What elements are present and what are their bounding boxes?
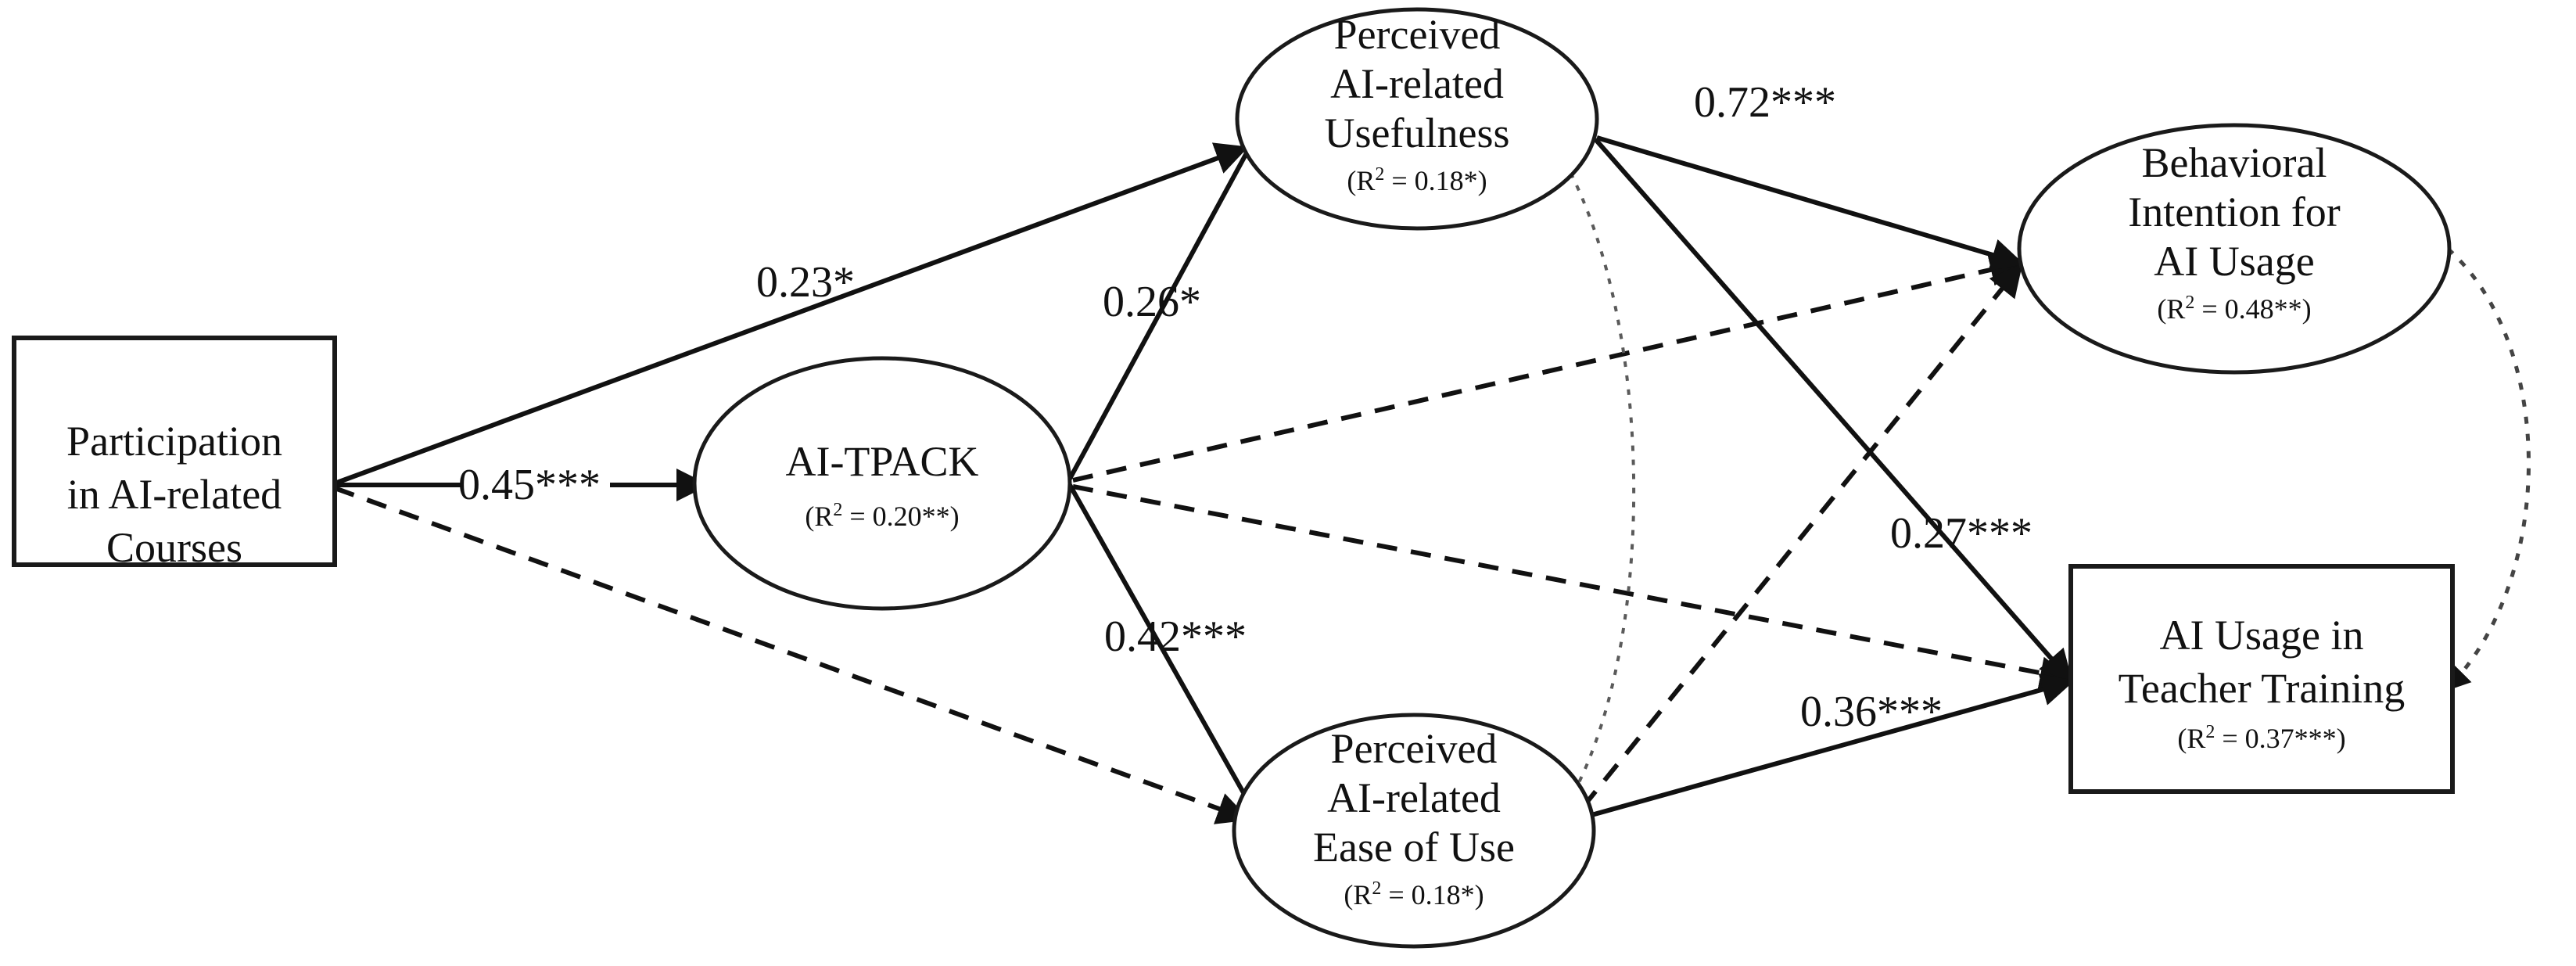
usefulness-line-1: Perceived: [1334, 11, 1501, 58]
coefficient-label-0-45: 0.45***: [458, 461, 601, 509]
edge-participation-to-ease-of-use: [333, 486, 1250, 824]
ease-of-use-r2: (R2 = 0.18*): [1344, 878, 1484, 910]
ease-of-use-line-1: Perceived: [1331, 725, 1498, 772]
usefulness-line-2: AI-related: [1330, 60, 1504, 107]
coefficient-label-0-23: 0.23*: [756, 258, 855, 307]
behavioral-intention-r2-suffix: = 0.48**): [2194, 293, 2311, 325]
ai-tpack-r2-suffix: = 0.20**): [842, 501, 959, 532]
ease-of-use-r2-suffix: = 0.18*): [1381, 879, 1484, 910]
ease-of-use-r2-prefix: (R: [1344, 879, 1372, 910]
behavioral-intention-r2: (R2 = 0.48**): [2157, 293, 2311, 325]
coefficient-label-0-27: 0.27***: [1890, 509, 2032, 558]
coefficient-label-0-26: 0.26*: [1103, 278, 1201, 326]
participation-line-3: Courses: [106, 524, 242, 571]
edge-participation-to-usefulness: [333, 142, 1249, 486]
participation-box-shape: [12, 336, 337, 567]
ai-usage-line-1: AI Usage in: [2160, 612, 2364, 659]
edge-behavioral-intention-ai-usage-correlation: [2423, 224, 2531, 691]
ai-tpack-r2-prefix: (R: [805, 501, 833, 532]
usefulness-r2-superscript: 2: [1375, 164, 1384, 185]
coefficient-labels-layer: 0.23* 0.45*** 0.26* 0.42*** 0.72*** 0.27…: [458, 78, 2032, 736]
usefulness-r2-prefix: (R: [1347, 165, 1375, 196]
ease-of-use-line-2: AI-related: [1327, 774, 1501, 821]
usefulness-ellipse-shape: [1235, 7, 1599, 231]
coefficient-label-0-72: 0.72***: [1694, 78, 1836, 127]
ai-usage-r2-prefix: (R: [2177, 723, 2205, 754]
participation-line-1: Participation: [66, 418, 282, 465]
edge-usefulness-to-behavioral-intention: [1596, 135, 2025, 271]
coefficient-label-0-36: 0.36***: [1800, 688, 1943, 736]
participation-line-2: in AI-related: [67, 471, 282, 518]
ai-usage-r2-suffix: = 0.37***): [2215, 723, 2345, 754]
ai-tpack-ellipse-shape: [692, 356, 1072, 611]
edge-ease-of-use-to-behavioral-intention: [1580, 263, 2023, 809]
node-ai-tpack[interactable]: AI-TPACK (R2 = 0.20**): [692, 356, 1072, 611]
behavioral-intention-ellipse-shape: [2017, 123, 2452, 375]
usefulness-r2: (R2 = 0.18*): [1347, 164, 1487, 196]
nodes-layer: Participation in AI-related Courses AI-T…: [12, 7, 2455, 949]
edge-ai-tpack-to-behavioral-intention: [1072, 253, 2023, 483]
node-perceived-ai-related-usefulness[interactable]: Perceived AI-related Usefulness (R2 = 0.…: [1235, 7, 1599, 231]
node-perceived-ai-related-ease-of-use[interactable]: Perceived AI-related Ease of Use (R2 = 0…: [1232, 713, 1596, 949]
behavioral-intention-line-1: Behavioral: [2142, 139, 2327, 186]
edge-ai-tpack-to-ai-usage: [1072, 484, 2073, 690]
ai-usage-box-shape: [2068, 564, 2455, 794]
ai-tpack-r2-superscript: 2: [833, 500, 842, 520]
node-ai-usage-in-teacher-training[interactable]: AI Usage in Teacher Training (R2 = 0.37*…: [2068, 564, 2455, 794]
edge-ai-tpack-to-usefulness: [1067, 99, 1276, 480]
usefulness-line-3: Usefulness: [1325, 110, 1510, 156]
edge-ease-of-use-to-ai-usage: [1585, 673, 2075, 819]
behavioral-intention-r2-prefix: (R: [2157, 293, 2185, 325]
ai-tpack-r2: (R2 = 0.20**): [805, 500, 959, 532]
ai-usage-r2: (R2 = 0.37***): [2177, 722, 2345, 754]
ai-tpack-label: AI-TPACK: [785, 438, 978, 485]
behavioral-intention-line-2: Intention for: [2128, 189, 2340, 235]
ease-of-use-r2-superscript: 2: [1372, 878, 1381, 899]
behavioral-intention-line-3: AI Usage: [2154, 238, 2314, 285]
ease-of-use-line-3: Ease of Use: [1313, 824, 1515, 871]
edge-usefulness-ease-of-use-correlation: [1547, 140, 1636, 806]
ai-usage-line-2: Teacher Training: [2119, 665, 2406, 712]
edge-usefulness-to-ai-usage: [1593, 138, 2073, 684]
ai-usage-r2-superscript: 2: [2205, 722, 2215, 742]
ease-of-use-ellipse-shape: [1232, 713, 1596, 949]
usefulness-r2-suffix: = 0.18*): [1384, 165, 1487, 196]
behavioral-intention-r2-superscript: 2: [2185, 293, 2194, 313]
coefficient-label-0-42: 0.42***: [1104, 612, 1247, 661]
node-behavioral-intention-for-ai-usage[interactable]: Behavioral Intention for AI Usage (R2 = …: [2017, 123, 2452, 375]
node-participation-in-ai-related-courses[interactable]: Participation in AI-related Courses: [12, 336, 337, 571]
